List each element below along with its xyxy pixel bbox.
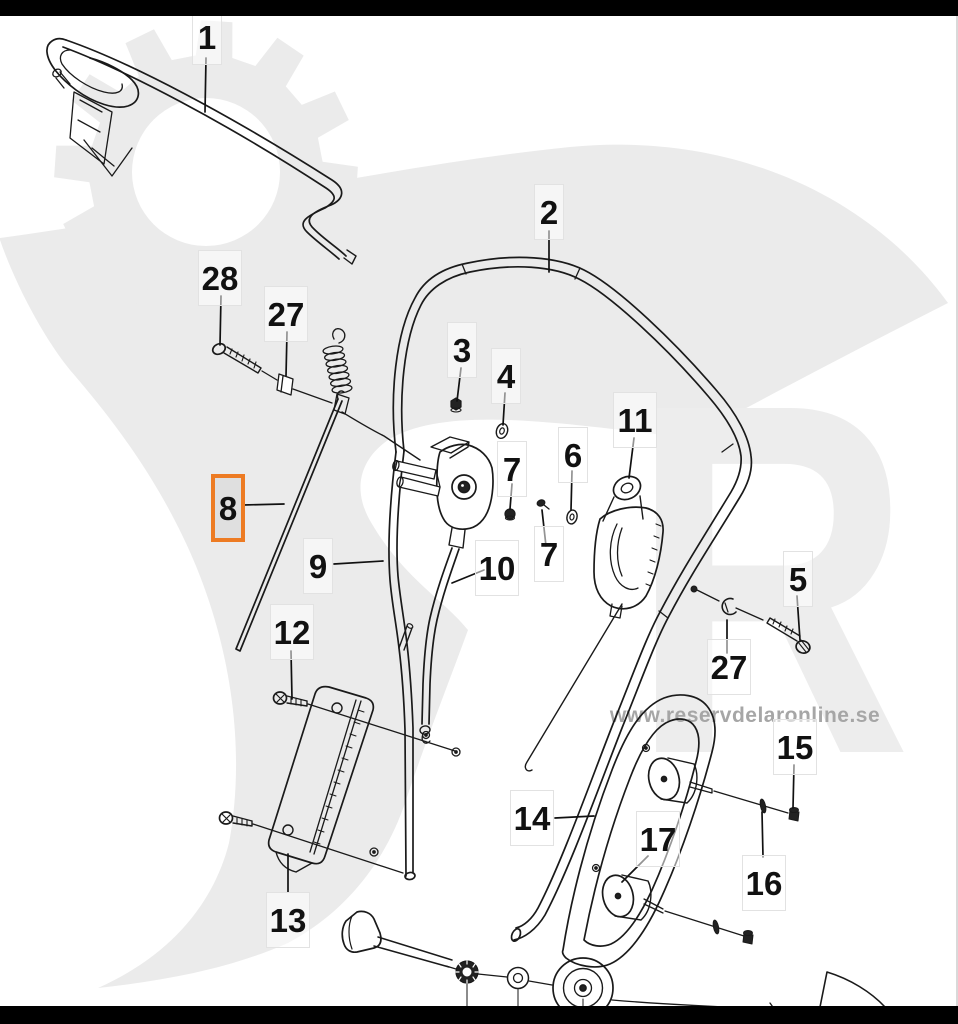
part-27-clip-drawing	[261, 370, 333, 404]
part-label-27[interactable]: 27	[707, 639, 751, 695]
part-15-16-fasteners-drawing	[664, 790, 800, 945]
part-label-text: 9	[308, 547, 328, 585]
part-8-brake-rod-drawing	[235, 390, 345, 652]
leader-line-9	[333, 560, 384, 565]
part-label-1[interactable]: 1	[192, 9, 222, 65]
part-label-13[interactable]: 13	[266, 892, 310, 948]
part-label-7[interactable]: 7	[534, 526, 564, 582]
leader-line-16	[761, 811, 764, 858]
throttle-housing-drawing	[392, 436, 494, 549]
part-label-9[interactable]: 9	[303, 538, 333, 594]
part-13-cover-panel-drawing	[267, 685, 375, 873]
bottom-cable-assembly-drawing	[341, 910, 886, 1019]
part-label-text: 16	[745, 864, 783, 902]
part-2-handle-tube-drawing	[369, 256, 753, 943]
part-27-spring-drawing	[322, 328, 421, 461]
part-3-nut-drawing	[450, 397, 462, 413]
part-label-text: 17	[639, 820, 677, 858]
part-label-12[interactable]: 12	[270, 604, 314, 660]
gear-center-hole	[132, 98, 280, 246]
part-1-control-bar-drawing	[46, 37, 357, 265]
part-12-screw-drawing	[218, 691, 456, 874]
part-label-27[interactable]: 27	[264, 286, 308, 342]
letterbox-top-bar	[0, 0, 958, 16]
part-label-16[interactable]: 16	[742, 855, 786, 911]
part-4-washer-drawing	[495, 422, 509, 440]
part-10-cable-drawing	[419, 547, 460, 744]
part-label-11[interactable]: 11	[613, 392, 657, 448]
part-label-text: 1	[197, 18, 217, 56]
part-label-text: 14	[513, 799, 551, 837]
part-label-text: 11	[617, 401, 653, 439]
part-label-text: 10	[478, 549, 516, 587]
part-label-text: 8	[218, 489, 238, 527]
part-label-text: 7	[502, 450, 522, 488]
part-label-2[interactable]: 2	[534, 184, 564, 240]
part-label-5[interactable]: 5	[783, 551, 813, 607]
part-label-4[interactable]: 4	[491, 348, 521, 404]
part-27-clip-right-drawing	[721, 597, 737, 616]
right-edge-divider	[956, 16, 958, 1006]
part-14-bracket-drawing	[561, 694, 716, 968]
part-label-text: 27	[267, 295, 305, 333]
part-label-3[interactable]: 3	[447, 322, 477, 378]
part-label-text: 4	[496, 357, 516, 395]
leader-line-14	[554, 815, 595, 819]
part-6-washer-drawing	[566, 509, 578, 525]
watermark-gear-icon	[54, 20, 358, 324]
part-label-text: 2	[539, 193, 559, 231]
part-11-cable-drawing	[524, 603, 623, 772]
part-label-7[interactable]: 7	[497, 441, 527, 497]
part-label-15[interactable]: 15	[773, 719, 817, 775]
part-label-10[interactable]: 10	[475, 540, 519, 596]
part-label-text: 28	[201, 259, 239, 297]
part-5-bolt-drawing	[690, 585, 811, 654]
leader-line-8	[242, 503, 285, 506]
letterbox-bottom-bar	[0, 1006, 958, 1024]
part-label-text: 3	[452, 331, 472, 369]
part-label-17[interactable]: 17	[636, 811, 680, 867]
part-label-8-highlighted[interactable]: 8	[211, 474, 245, 542]
part-label-text: 6	[563, 436, 583, 474]
part-label-28[interactable]: 28	[198, 250, 242, 306]
part-label-text: 12	[273, 613, 311, 651]
part-label-text: 7	[539, 535, 559, 573]
part-28-bolt-drawing	[211, 342, 262, 374]
part-label-text: 27	[710, 648, 748, 686]
part-label-14[interactable]: 14	[510, 790, 554, 846]
part-label-text: 15	[776, 728, 814, 766]
part-label-text: 5	[788, 560, 808, 598]
part-label-text: 13	[269, 901, 307, 939]
part-label-6[interactable]: 6	[558, 427, 588, 483]
leader-line-1	[204, 57, 207, 113]
part-11-lever-drawing	[593, 475, 664, 619]
part-17-roller-drawing	[601, 757, 713, 921]
